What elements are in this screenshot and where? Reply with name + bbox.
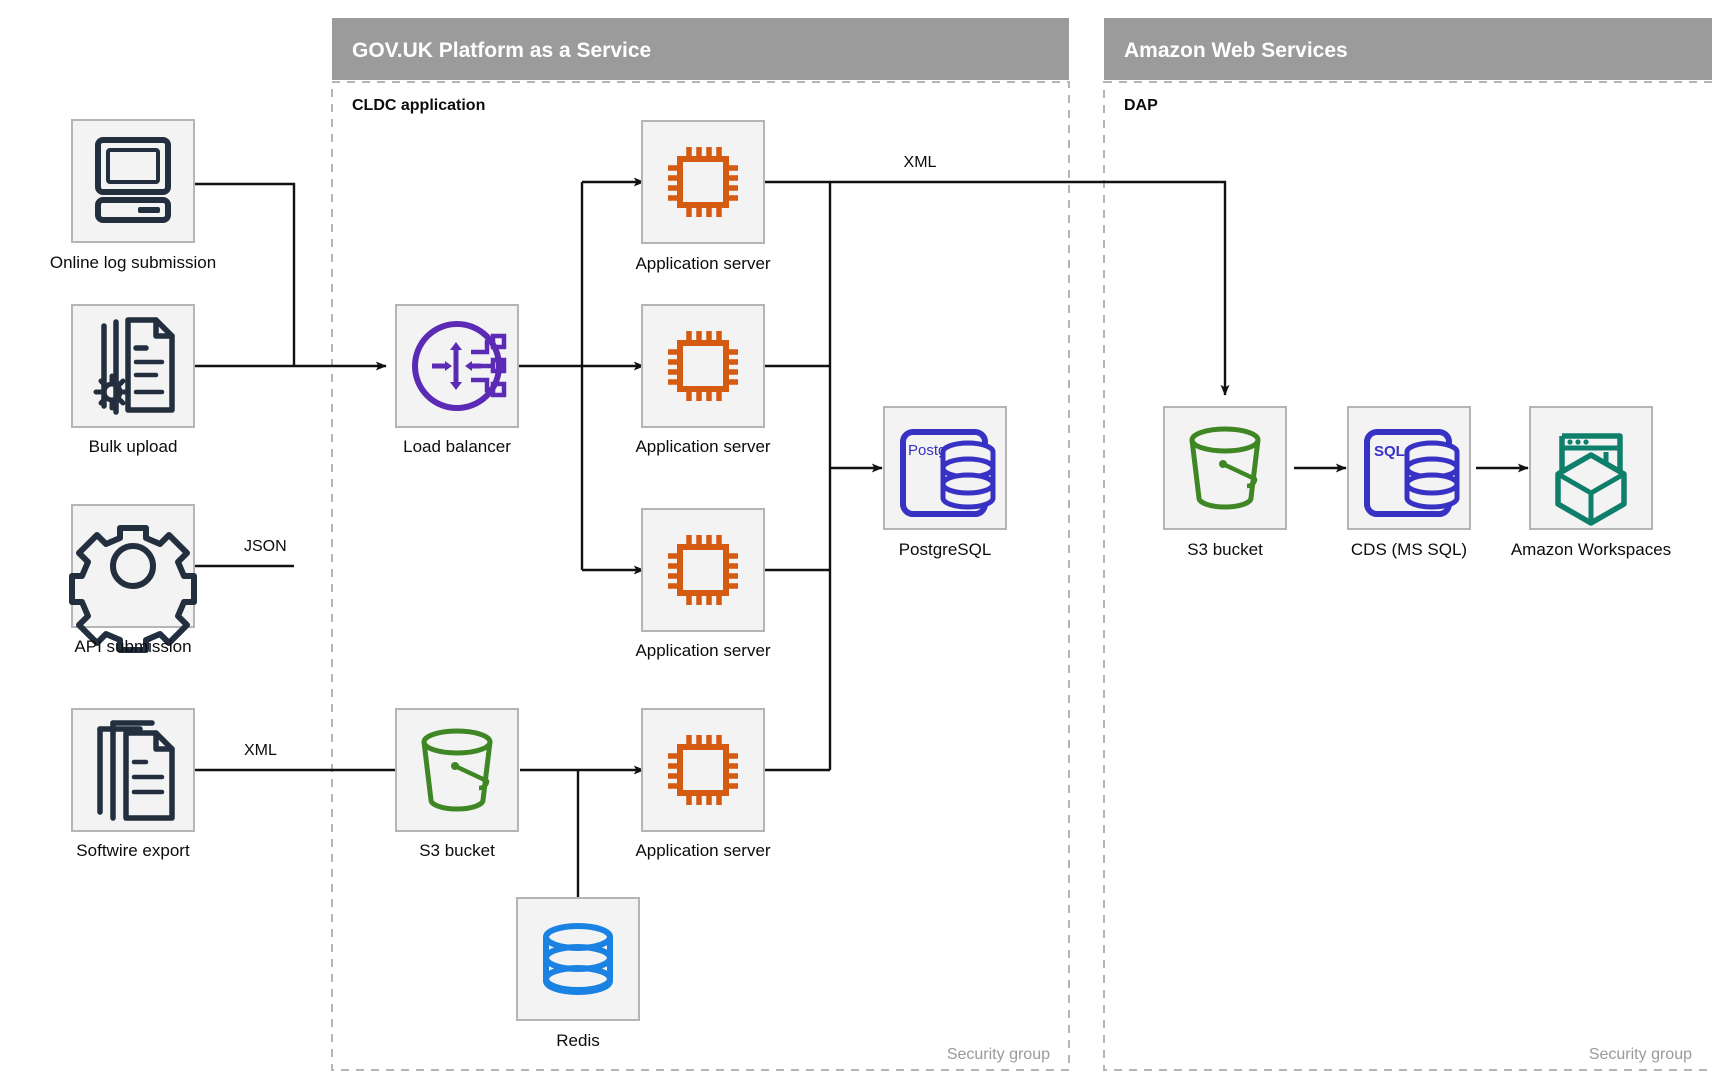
- paas-title: GOV.UK Platform as a Service: [352, 39, 651, 62]
- app-server-3-label: Application server: [635, 641, 770, 660]
- cpu-chip-icon: [668, 331, 738, 401]
- s3-bucket-icon: [421, 728, 493, 812]
- s3-bucket-aws-tile: [1163, 406, 1287, 530]
- paas-subtitle: CLDC application: [352, 97, 485, 114]
- node-online-log-submission[interactable]: Online log submission: [50, 119, 216, 272]
- node-amazon-workspaces[interactable]: Amazon Workspaces: [1511, 406, 1671, 559]
- s3-bucket-aws-label: S3 bucket: [1187, 540, 1263, 559]
- node-app-server-3[interactable]: Application server: [635, 508, 771, 660]
- node-redis[interactable]: Redis: [516, 897, 640, 1050]
- aws-security-group-box: [1103, 81, 1712, 1071]
- amazon-workspaces-icon: [1555, 433, 1627, 526]
- amazon-workspaces-label: Amazon Workspaces: [1511, 540, 1671, 559]
- node-app-server-2[interactable]: Application server: [635, 304, 771, 456]
- group-paas: GOV.UK Platform as a Service CLDC applic…: [331, 18, 1070, 1071]
- node-s3-bucket-aws[interactable]: S3 bucket: [1163, 406, 1287, 559]
- node-bulk-upload[interactable]: Bulk upload: [71, 304, 195, 456]
- node-app-server-4[interactable]: Application server: [635, 708, 771, 860]
- node-postgresql[interactable]: PostgreSQL PostgreSQL: [883, 406, 1007, 559]
- node-cds-ms-sql[interactable]: SQL Server CDS (MS SQL): [1347, 406, 1471, 559]
- wire-online-log-to-lb: [194, 182, 296, 366]
- app-server-2-tile: [641, 304, 765, 428]
- node-load-balancer[interactable]: Load balancer: [395, 304, 519, 456]
- desktop-computer-icon: [95, 137, 171, 223]
- app-server-3-tile: [641, 508, 765, 632]
- database-cylinder-icon: [543, 923, 613, 995]
- paas-security-group-box: [331, 81, 1070, 1071]
- s3-bucket-paas-label: S3 bucket: [419, 841, 495, 860]
- edge-label-xml-appserver: XML: [904, 154, 937, 171]
- connector-layer: [194, 177, 1529, 920]
- bulk-upload-label: Bulk upload: [89, 437, 178, 456]
- api-submission-tile: [71, 504, 195, 628]
- s3-bucket-paas-tile: [395, 708, 519, 832]
- api-submission-label: API submission: [74, 637, 191, 656]
- app-server-1-label: Application server: [635, 254, 770, 273]
- softwire-export-label: Softwire export: [76, 841, 190, 860]
- node-app-server-1[interactable]: Application server: [635, 120, 771, 273]
- group-aws: Amazon Web Services DAP Security group: [1103, 18, 1712, 1071]
- online-log-submission-label: Online log submission: [50, 253, 216, 272]
- postgresql-icon: PostgreSQL: [900, 429, 996, 517]
- edge-label-json: JSON: [244, 538, 287, 555]
- edge-label-xml-softwire: XML: [244, 742, 277, 759]
- documents-gear-icon: [93, 317, 175, 415]
- app-server-1-tile: [641, 120, 765, 244]
- s3-bucket-icon: [1189, 426, 1261, 510]
- paas-security-group-label: Security group: [947, 1046, 1050, 1063]
- load-balancer-label: Load balancer: [403, 437, 511, 456]
- aws-security-group-label: Security group: [1589, 1046, 1692, 1063]
- document-stack-icon: [97, 720, 175, 821]
- app-server-4-label: Application server: [635, 841, 770, 860]
- cpu-chip-icon: [668, 735, 738, 805]
- redis-label: Redis: [556, 1031, 599, 1050]
- aws-subtitle: DAP: [1124, 97, 1158, 114]
- node-softwire-export[interactable]: Softwire export: [71, 708, 195, 860]
- app-server-4-tile: [641, 708, 765, 832]
- aws-header-band: [1104, 18, 1712, 80]
- cpu-chip-icon: [668, 535, 738, 605]
- sql-server-icon: SQL Server: [1364, 429, 1460, 517]
- node-api-submission[interactable]: API submission: [69, 504, 197, 656]
- gear-icon: [69, 525, 197, 653]
- aws-title: Amazon Web Services: [1124, 39, 1348, 62]
- wire-app1-xml-to-s3-aws: [764, 180, 1230, 396]
- node-s3-bucket-paas[interactable]: S3 bucket: [395, 708, 519, 860]
- cds-ms-sql-label: CDS (MS SQL): [1351, 540, 1467, 559]
- postgresql-label: PostgreSQL: [899, 540, 992, 559]
- redis-tile: [516, 897, 640, 1021]
- cpu-chip-icon: [668, 147, 738, 217]
- app-server-2-label: Application server: [635, 437, 770, 456]
- paas-header-band: [332, 18, 1069, 80]
- load-balancer-icon: [412, 321, 507, 411]
